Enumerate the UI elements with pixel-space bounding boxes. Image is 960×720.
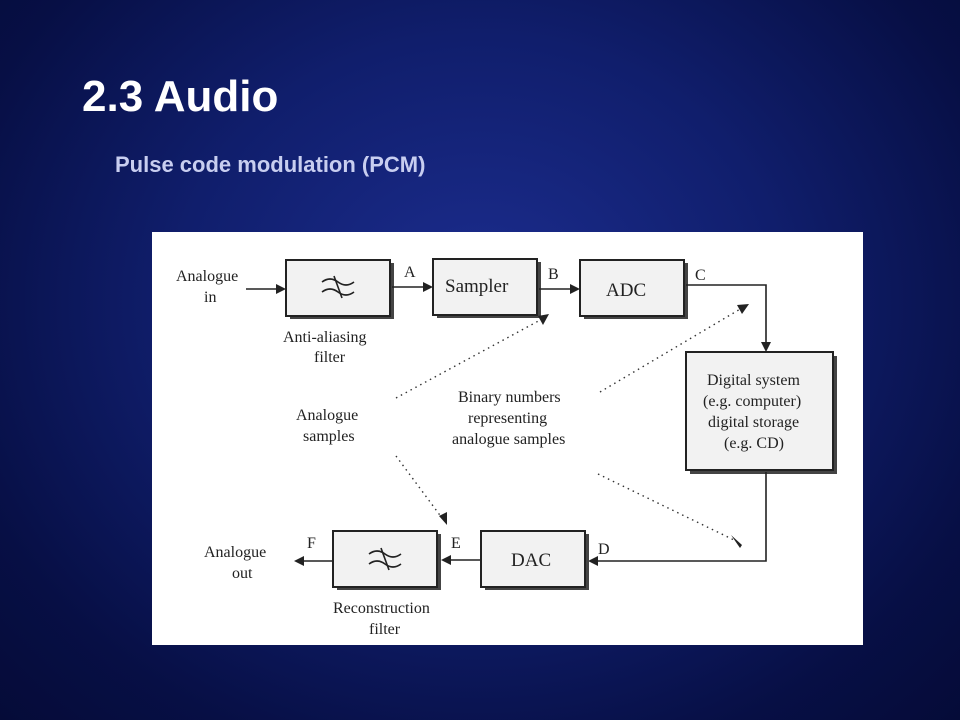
analogue-samples-arrowhead-e: [439, 512, 447, 525]
point-e-label: E: [451, 535, 461, 552]
dac-block: [480, 530, 589, 590]
analogue-samples-pointer-e: [395, 455, 443, 519]
arrowhead-c: [761, 342, 771, 352]
arrowhead-e: [441, 555, 451, 565]
digital-system-label-line3: digital storage: [708, 414, 799, 431]
binary-numbers-label-line3: analogue samples: [452, 431, 565, 448]
pcm-diagram-svg: Analogue in Anti-aliasing filter A Sampl…: [176, 258, 837, 638]
low-pass-filter-icon: [368, 547, 402, 571]
low-pass-filter-icon: [321, 275, 355, 299]
adc-block: [579, 259, 688, 319]
point-b-label: B: [548, 266, 559, 283]
binary-numbers-arrowhead-c: [737, 304, 749, 314]
analogue-samples-arrowhead-b: [538, 314, 549, 325]
digital-system-block: [685, 351, 837, 474]
sampler-block: [432, 258, 541, 318]
point-c-label: C: [695, 267, 706, 284]
digital-system-label: Digital system: [707, 372, 800, 389]
reconstruction-caption: Reconstruction: [333, 600, 430, 617]
analogue-samples-pointer-b: [395, 317, 545, 399]
slide-title: 2.3 Audio: [82, 72, 279, 121]
input-arrowhead: [276, 284, 286, 294]
binary-numbers-label-line2: representing: [468, 410, 547, 427]
point-a-label: A: [404, 264, 416, 281]
pcm-diagram: Analogue in Anti-aliasing filter A Sampl…: [152, 232, 863, 645]
anti-aliasing-caption: Anti-aliasing: [283, 329, 367, 346]
arrowhead-f: [294, 556, 304, 566]
digital-system-label-line2: (e.g. computer): [703, 393, 801, 410]
anti-aliasing-caption-line2: filter: [314, 349, 346, 366]
point-d-label: D: [598, 541, 610, 558]
arrowhead-d: [588, 556, 598, 566]
arrowhead-b: [570, 284, 580, 294]
analogue-in-label: Analogue: [176, 268, 238, 285]
sampler-label: Sampler: [445, 276, 509, 297]
dac-label: DAC: [511, 550, 551, 571]
connector-c: [686, 284, 767, 344]
reconstruction-caption-line2: filter: [369, 621, 401, 638]
analogue-samples-label-line2: samples: [303, 428, 355, 445]
reconstruction-filter-block: [332, 530, 441, 590]
binary-numbers-label: Binary numbers: [458, 389, 561, 406]
binary-numbers-pointer-d: [597, 473, 735, 541]
analogue-samples-label: Analogue: [296, 407, 358, 424]
binary-numbers-arrowhead-d: [731, 535, 742, 548]
analogue-in-label-line2: in: [204, 289, 216, 306]
digital-system-label-line4: (e.g. CD): [724, 435, 784, 452]
slide-subtitle: Pulse code modulation (PCM): [115, 152, 426, 177]
connector-d: [596, 472, 767, 562]
analogue-out-label: Analogue: [204, 544, 266, 561]
point-f-label: F: [307, 535, 316, 552]
analogue-out-label-line2: out: [232, 565, 253, 582]
adc-label: ADC: [606, 280, 646, 301]
arrowhead-a: [423, 282, 433, 292]
anti-aliasing-filter-block: [285, 259, 394, 319]
